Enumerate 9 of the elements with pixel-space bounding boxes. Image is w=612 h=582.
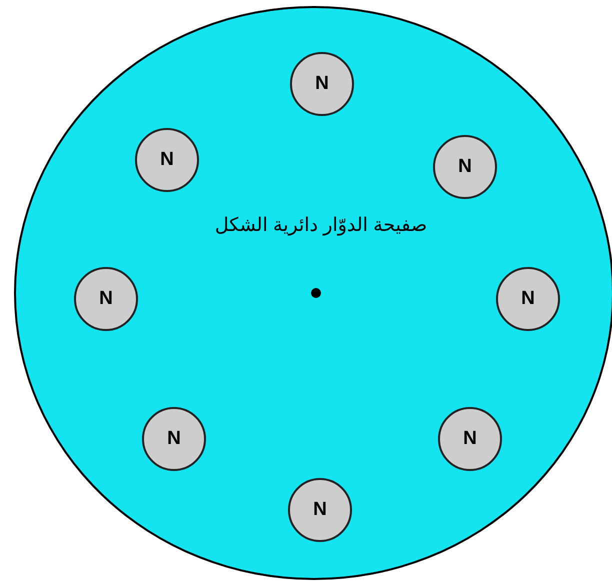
magnet-circle: N [288, 478, 352, 542]
magnet-circle: N [496, 267, 560, 331]
magnet-circle: N [142, 407, 206, 471]
disc-title: صفيحة الدوّار دائرية الشكل [214, 214, 428, 237]
magnet-circle: N [438, 407, 502, 471]
magnet-circle: N [135, 128, 199, 192]
magnet-circle: N [433, 135, 497, 199]
magnet-circle: N [74, 267, 138, 331]
magnet-circle: N [290, 52, 354, 116]
